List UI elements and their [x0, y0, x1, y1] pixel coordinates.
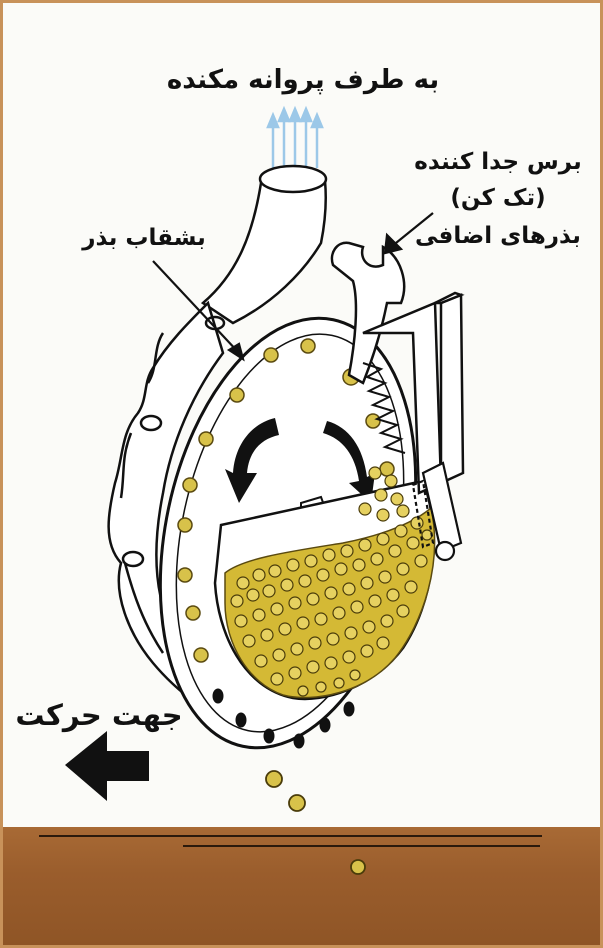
falling-seeds	[266, 771, 365, 874]
label-to-suction-fan: به طرف پروانه مکنده	[153, 65, 453, 95]
air-flow-arrows	[268, 109, 322, 168]
label-seed-plate: بشقاب بذر	[69, 225, 219, 251]
label-brush-line-2: (تک کن)	[395, 185, 601, 211]
label-brush-line-3: بذرهای اضافی	[395, 223, 601, 249]
seed-meter-drawing	[3, 3, 600, 945]
suction-pipe	[203, 166, 326, 323]
label-travel-direction: جهت حرکت	[9, 698, 189, 732]
left-arrow-icon	[65, 731, 149, 801]
label-brush-line-1: برس جدا کننده	[395, 149, 601, 175]
